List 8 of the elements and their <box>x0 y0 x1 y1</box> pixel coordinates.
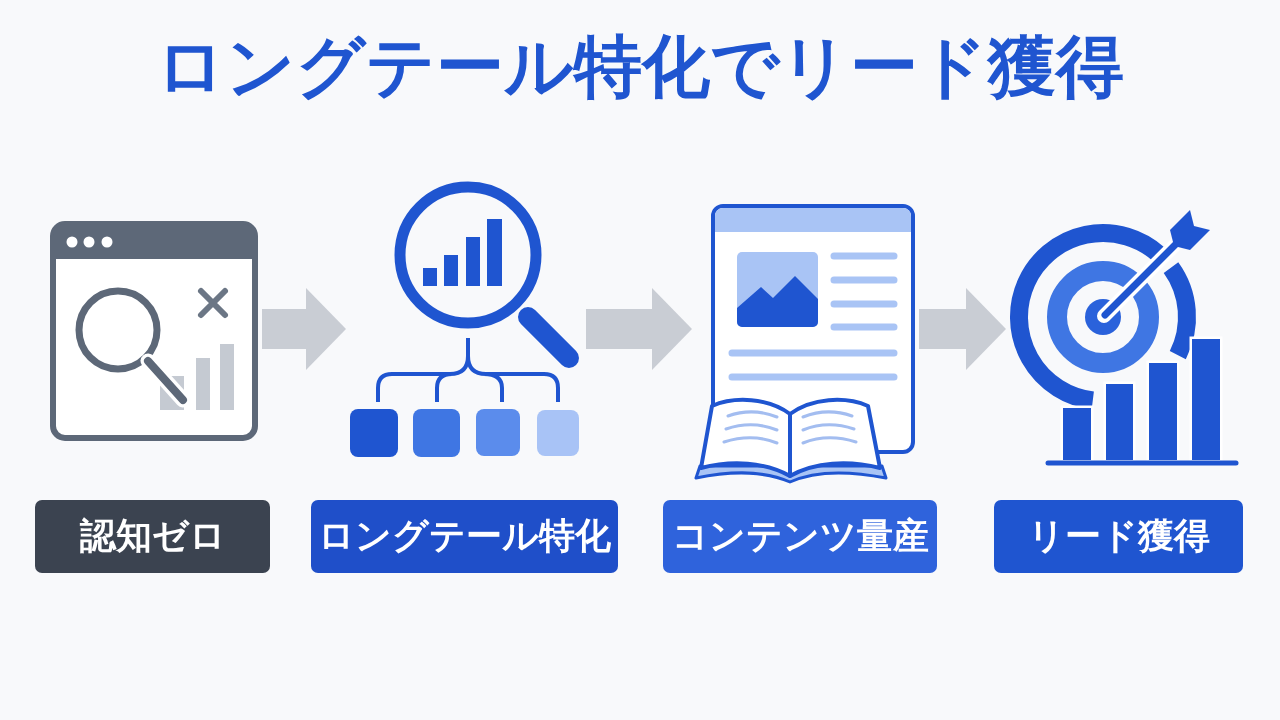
title: ロングテール特化でリード獲得 <box>156 26 1124 108</box>
arrow <box>586 288 692 370</box>
arrow <box>262 288 346 370</box>
step-label: 認知ゼロ <box>35 500 270 573</box>
step-label: コンテンツ量産 <box>663 500 937 573</box>
arrow <box>919 288 1006 370</box>
step-label: リード獲得 <box>994 500 1243 573</box>
step-label: ロングテール特化 <box>311 500 618 573</box>
